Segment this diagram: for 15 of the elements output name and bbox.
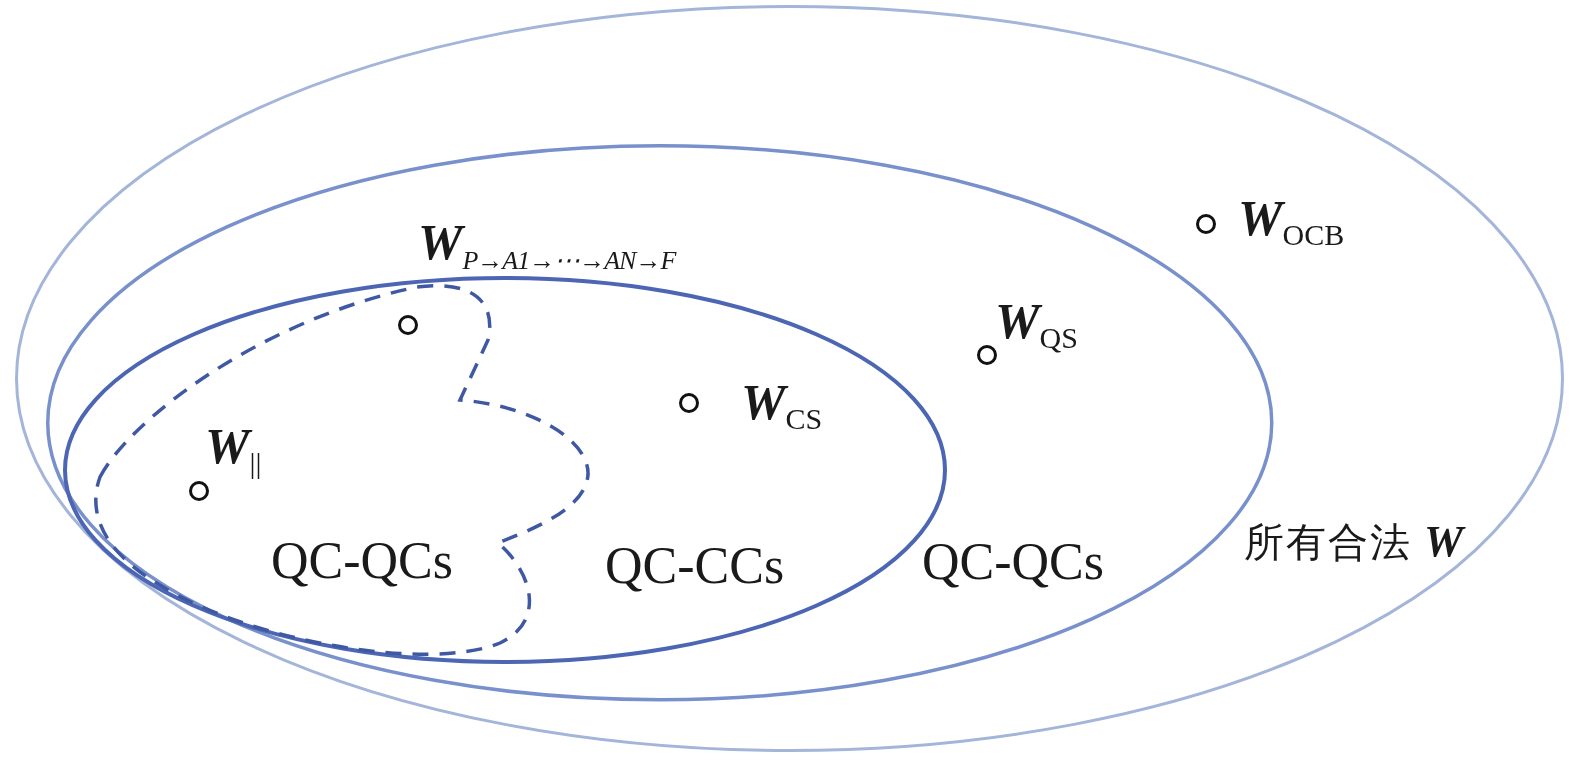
point-label: W$_{CS}$ <box>741 376 823 435</box>
region-label: 所有合法 W <box>1244 520 1464 564</box>
region-label: QC-CCs <box>605 540 785 592</box>
point-label: W$_{P→A1→⋯→AN→F}$ <box>418 216 676 276</box>
region-label: QC-QCs <box>271 535 454 587</box>
point-label: W$_{QS}$ <box>995 295 1078 354</box>
point-label: W$_{||}$ <box>205 420 262 479</box>
point-marker <box>678 392 700 414</box>
point-marker <box>1195 213 1217 235</box>
point-marker <box>976 344 998 366</box>
point-label: W$_{OCB}$ <box>1238 192 1345 251</box>
point-marker <box>188 480 210 502</box>
ellipse-region <box>13 3 1565 753</box>
region-label: QC-QCs <box>922 536 1105 588</box>
point-marker <box>397 314 419 336</box>
